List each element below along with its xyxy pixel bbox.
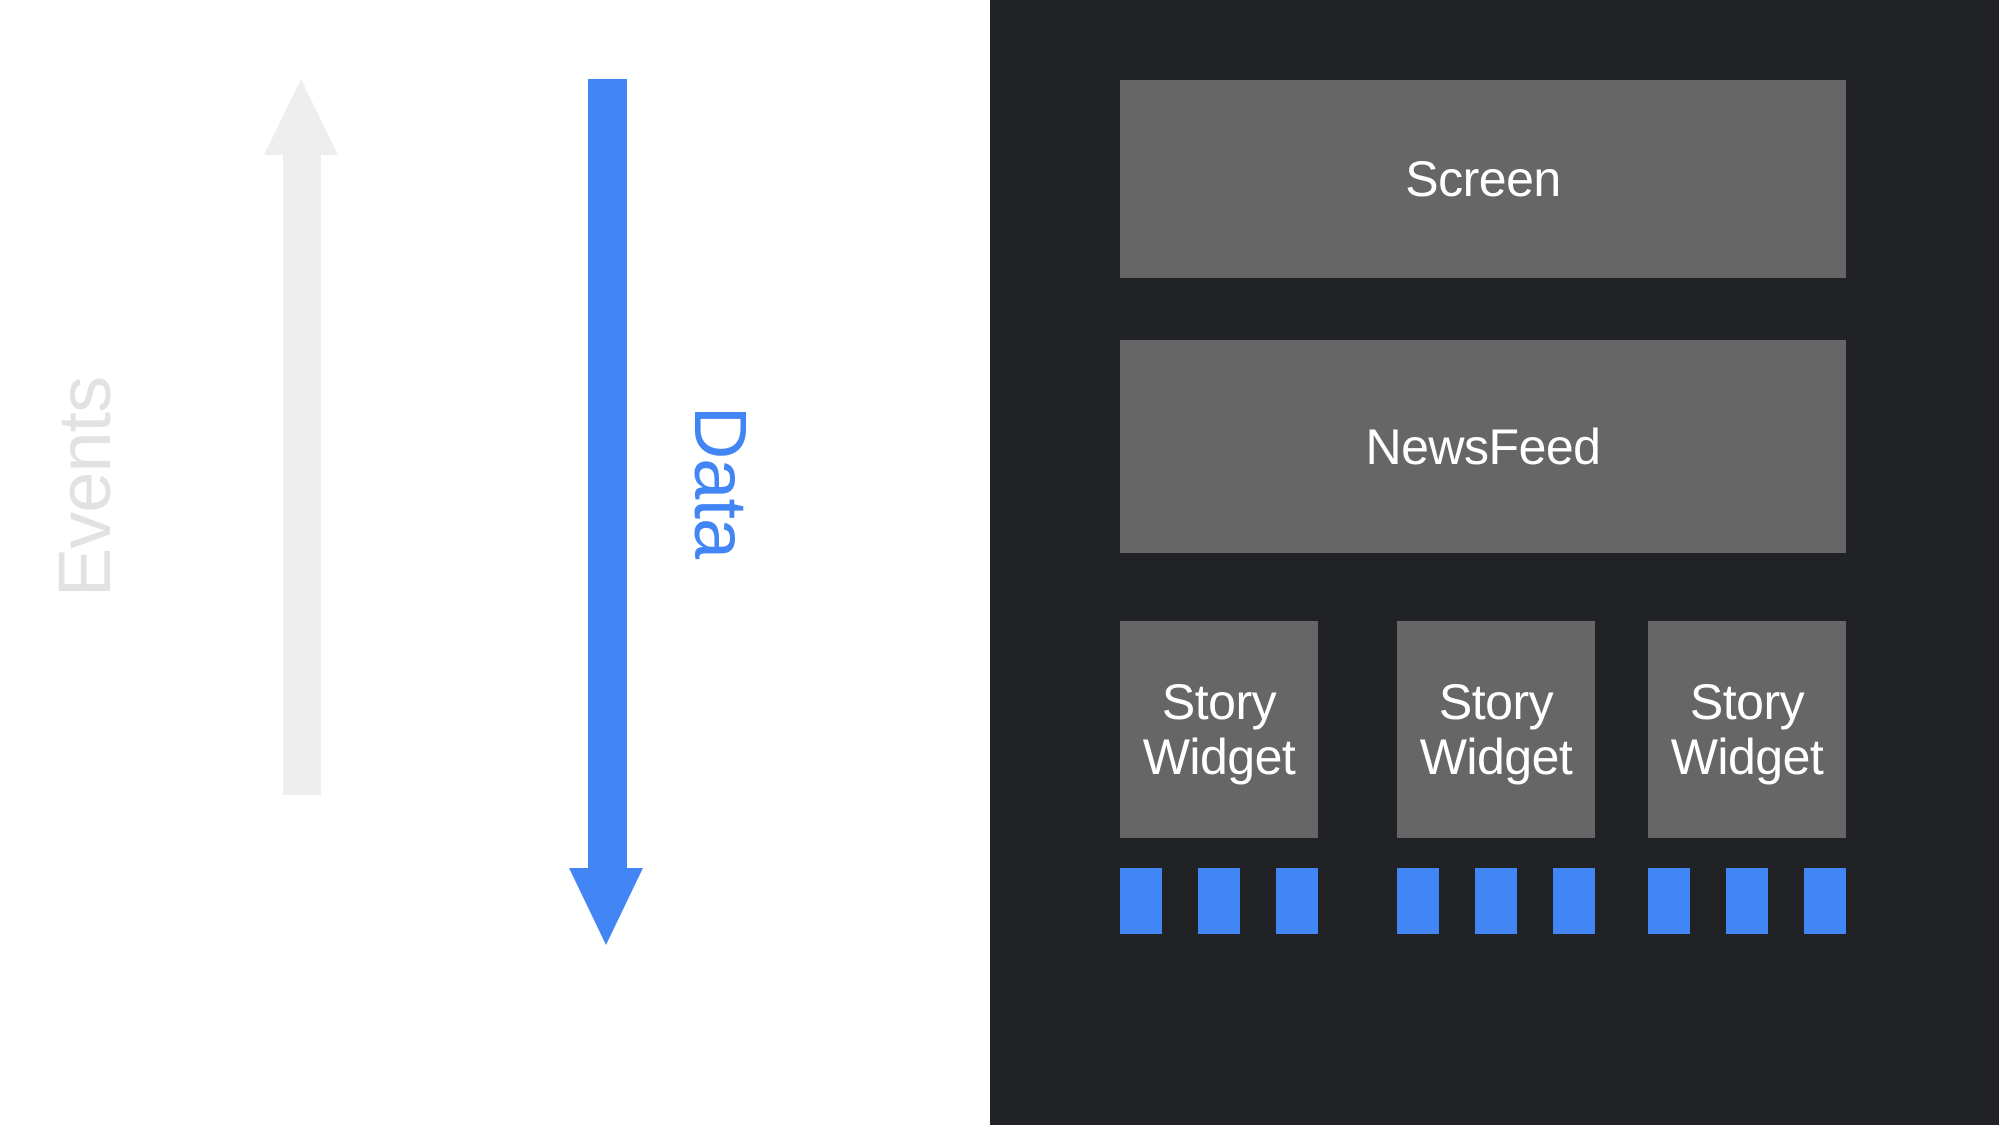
- leaf-node: [1475, 868, 1517, 934]
- node-screen: Screen: [1120, 80, 1846, 278]
- data-arrow-shaft-icon: [588, 79, 627, 874]
- story-widget-column: Story Widget: [1397, 621, 1595, 934]
- leaf-node: [1276, 868, 1318, 934]
- leaf-node: [1648, 868, 1690, 934]
- node-story-widget: Story Widget: [1397, 621, 1595, 838]
- leaf-node: [1198, 868, 1240, 934]
- story-widget-line-1: Story: [1689, 673, 1805, 730]
- widget-tree-panel: Screen NewsFeed Story Widget: [990, 0, 1999, 1125]
- events-arrow-head-icon: [264, 79, 338, 155]
- story-widget-line-1: Story: [1438, 673, 1554, 730]
- node-newsfeed: NewsFeed: [1120, 340, 1846, 553]
- events-arrow-shaft-icon: [283, 152, 321, 795]
- flow-legend-panel: Events Data: [0, 0, 990, 1125]
- leaf-node-row: [1120, 868, 1318, 934]
- node-story-widget: Story Widget: [1120, 621, 1318, 838]
- leaf-node: [1120, 868, 1162, 934]
- events-flow-label: Events: [43, 376, 126, 598]
- leaf-node-row: [1397, 868, 1595, 934]
- leaf-node: [1553, 868, 1595, 934]
- story-widget-line-1: Story: [1161, 673, 1277, 730]
- data-flow-label: Data: [679, 405, 762, 559]
- data-arrow-head-icon: [569, 868, 643, 945]
- leaf-node-row: [1648, 868, 1846, 934]
- leaf-node: [1397, 868, 1439, 934]
- story-widget-line-2: Widget: [1670, 728, 1824, 785]
- story-widget-column: Story Widget: [1648, 621, 1846, 934]
- node-story-widget: Story Widget: [1648, 621, 1846, 838]
- leaf-node: [1726, 868, 1768, 934]
- story-widget-line-2: Widget: [1419, 728, 1573, 785]
- leaf-node: [1804, 868, 1846, 934]
- story-widget-line-2: Widget: [1142, 728, 1296, 785]
- story-widget-column: Story Widget: [1120, 621, 1318, 934]
- story-widget-row: Story Widget Story Widget: [1120, 621, 1846, 951]
